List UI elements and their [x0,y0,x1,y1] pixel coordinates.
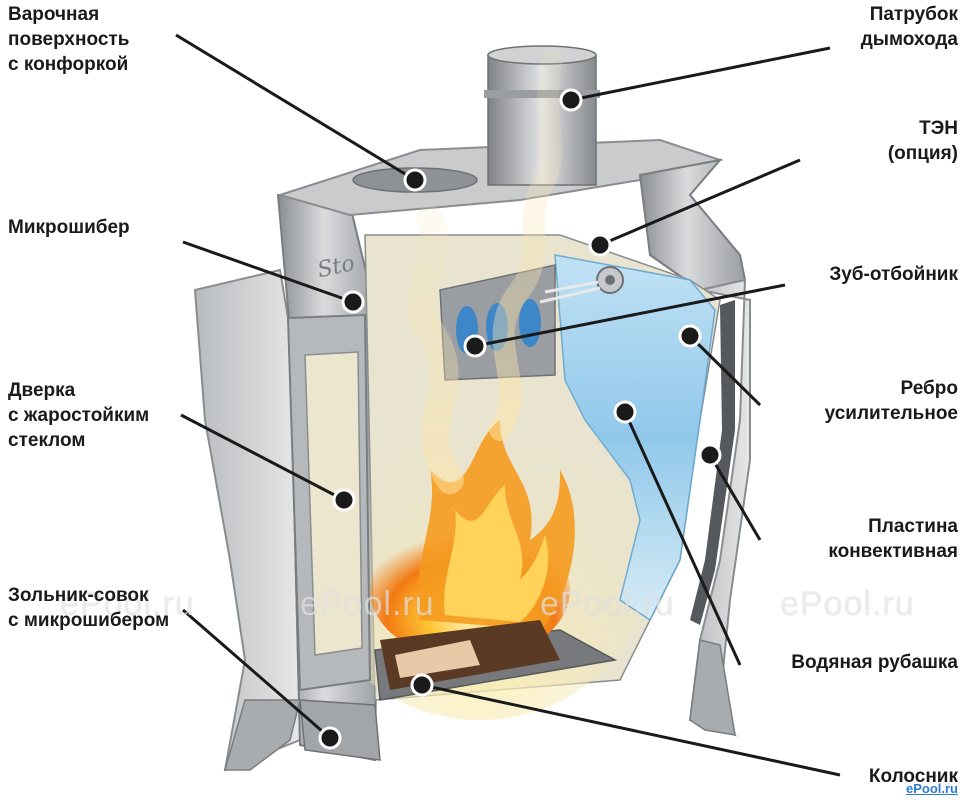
label-deflector: Зуб-отбойник [829,264,958,285]
heater-element [539,266,624,304]
leader-dots [318,88,722,750]
label-chimney: Патрубок дымохода [860,4,958,50]
deflector-hole [519,299,541,347]
stove-left-side [193,268,302,772]
watermark: ePool.ru [540,585,675,623]
leader-lines [175,33,841,777]
fire [370,420,575,690]
ash-pan [299,699,381,761]
label-jacket: Водяная рубашка [791,652,958,673]
label-damper: Микрошибер [8,217,130,238]
label-door: Дверка с жаростойким стеклом [8,380,150,451]
label-cooktop: Варочная поверхность с конфоркой [8,4,130,75]
stove-right-shoulder [638,158,747,292]
smoke [406,49,563,494]
label-convector: Пластина конвективная [828,516,958,562]
label-grate: Колосник [868,766,958,787]
label-ashpan: Зольник-совок с микрошибером [8,585,170,631]
watermark: ePool.ru [780,585,915,623]
convective-plate [690,300,735,625]
stove-leg-left [224,699,301,771]
label-heater: ТЭН (опция) [887,118,958,164]
stove-leg-right [689,639,736,736]
watermark: ePool.ru [300,585,435,623]
label-rib: Ребро усилительное [824,378,958,424]
watermark-link: ePool.ru [905,781,958,796]
watermark: ePool.ru [60,585,195,623]
